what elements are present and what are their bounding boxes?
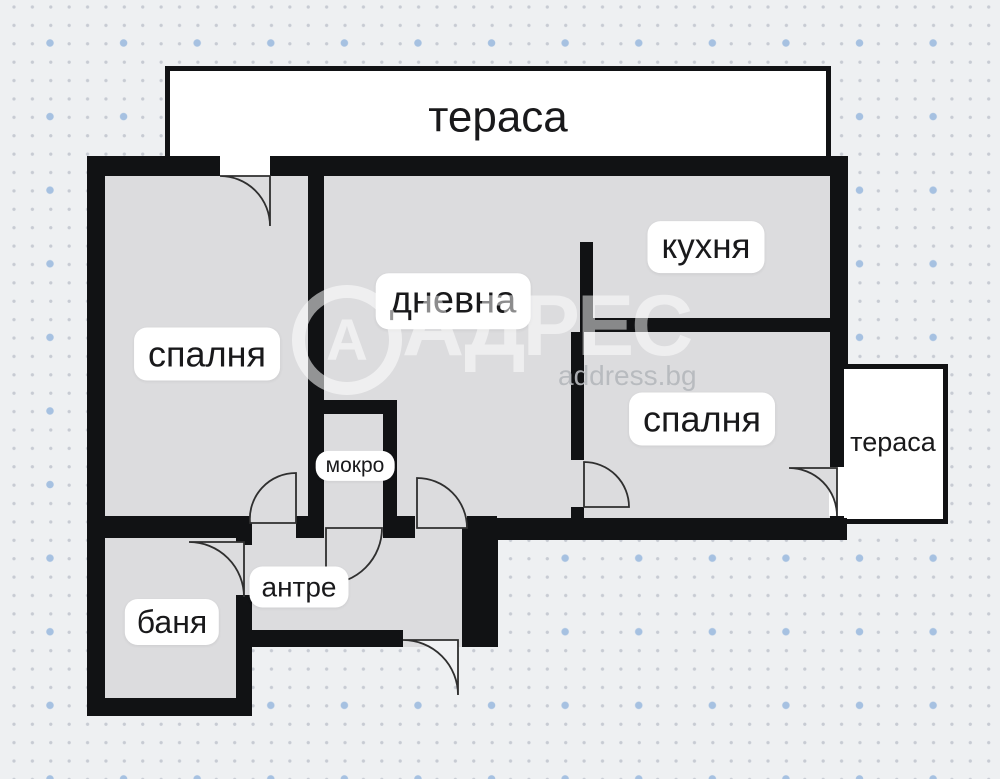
lower-wall-b <box>296 516 310 538</box>
terrace-right-area <box>838 364 948 524</box>
hallway-label: антре <box>249 566 349 608</box>
kitchen-label: кухня <box>647 221 765 273</box>
right-wall <box>830 156 848 365</box>
walls <box>87 156 848 716</box>
entry-step-wall <box>462 518 498 647</box>
lower-wall-d <box>467 516 497 538</box>
door-arcs <box>188 175 838 696</box>
bedroom2-left-wall <box>571 332 584 460</box>
bedroom2-wall-stub <box>571 507 584 518</box>
terrace-top-door-gap <box>220 156 270 177</box>
terrace-top-door-arc <box>219 175 271 227</box>
top-wall-right <box>270 156 848 176</box>
hallway-bottom-wall <box>236 630 403 647</box>
bathroom-bottom-wall <box>87 698 252 716</box>
bedroom2-door-arc <box>583 461 630 508</box>
kitchen-left-wall <box>580 242 593 332</box>
wetroom-top-wall <box>308 400 397 414</box>
terrace-right-wall-upper <box>830 364 844 467</box>
bathroom-label: баня <box>124 599 220 645</box>
lower-wall-c <box>397 516 415 538</box>
bedroom-1-label: спалня <box>134 327 280 381</box>
bedroom-2-label: спалня <box>629 392 775 446</box>
terrace-right-wall-lower <box>830 516 844 540</box>
wet-room-label: мокро <box>315 450 395 482</box>
left-wall <box>87 156 105 716</box>
bathroom-right-wall <box>236 595 252 716</box>
top-wall-left <box>87 156 220 176</box>
bottom-wall-right <box>497 518 847 540</box>
bedroom1-bottom-wall <box>105 516 250 538</box>
terrace-right-door-arc <box>788 467 838 517</box>
terrace-top-label: тераса <box>428 92 568 142</box>
bathroom-door-arc <box>188 541 245 598</box>
living-hallway-door-arc <box>416 477 468 529</box>
kitchen-bottom-wall <box>580 318 846 332</box>
bedroom1-door-arc <box>248 472 297 524</box>
entrance-door-arc <box>402 639 459 696</box>
terrace-right-label: тераса <box>850 427 936 458</box>
bedroom1-living-wall <box>308 176 324 538</box>
living-room-label: дневна <box>375 273 531 329</box>
